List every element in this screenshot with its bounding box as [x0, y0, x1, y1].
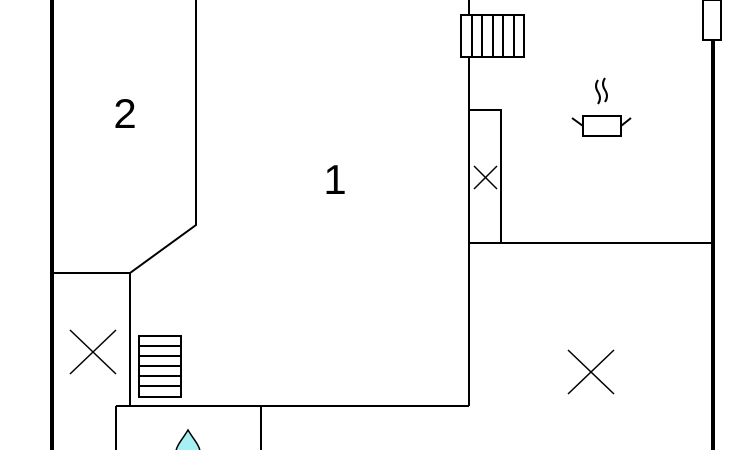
kitchen-cabinet	[468, 109, 502, 244]
exterior-walls	[50, 0, 715, 450]
window-x-icon	[567, 349, 615, 395]
room-2-wall	[52, 0, 197, 274]
room-2-label: 2	[113, 90, 136, 137]
staircase-icon	[138, 335, 182, 398]
staircase-icon	[460, 14, 525, 58]
door-x-icon	[69, 329, 117, 375]
interior-walls	[52, 0, 713, 450]
window-x-icon	[473, 165, 498, 190]
cooking-pot-icon	[571, 77, 632, 137]
chimney-element	[702, 0, 722, 41]
shower-drop-icon	[175, 428, 201, 450]
room-1-label: 1	[323, 156, 346, 203]
